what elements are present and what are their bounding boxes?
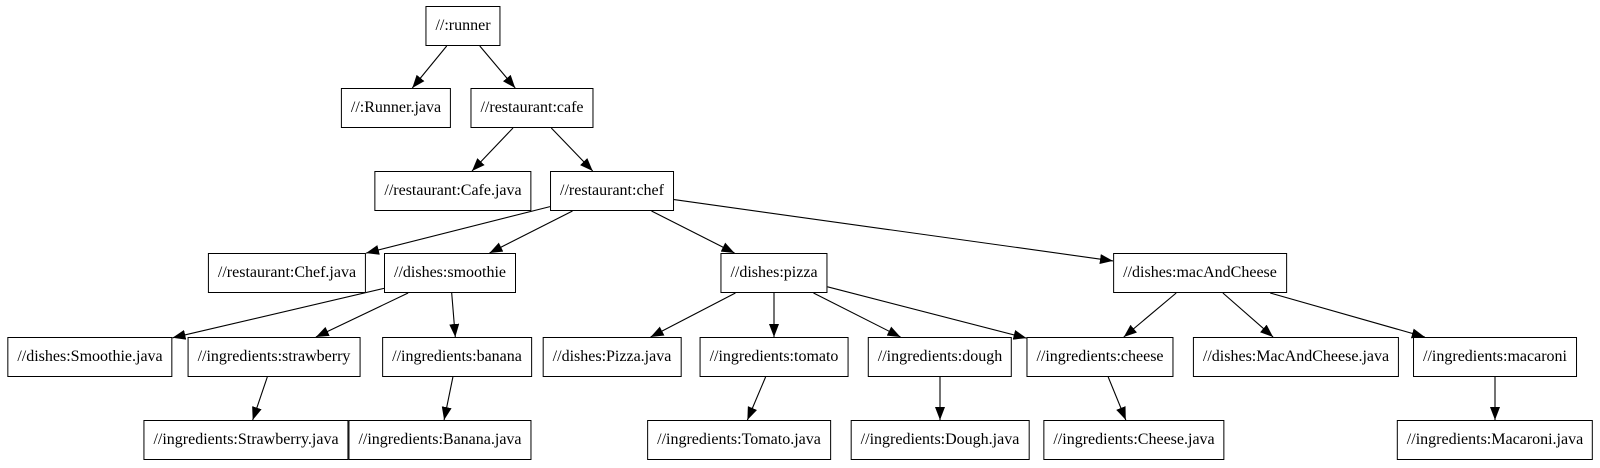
graph-edge-chef-to-chef_java — [365, 206, 551, 255]
graph-edge-mac_and_cheese-to-cheese — [1123, 292, 1177, 338]
graph-node-cheese: //ingredients:cheese — [1026, 337, 1174, 377]
graph-edge-runner-to-runner_java — [411, 45, 448, 89]
graph-node-smoothie_java: //dishes:Smoothie.java — [7, 337, 173, 377]
graph-node-smoothie: //dishes:smoothie — [384, 253, 516, 293]
graph-node-strawberry: //ingredients:strawberry — [187, 337, 361, 377]
graph-node-cheese_java: //ingredients:Cheese.java — [1043, 420, 1225, 460]
graph-edge-smoothie-to-strawberry — [315, 292, 409, 338]
graph-edge-pizza-to-cheese — [827, 286, 1027, 340]
graph-node-tomato: //ingredients:tomato — [699, 337, 849, 377]
graph-edge-mac_and_cheese-to-mac_and_cheese_java — [1222, 292, 1274, 338]
graph-node-dough_java: //ingredients:Dough.java — [850, 420, 1030, 460]
graph-node-pizza_java: //dishes:Pizza.java — [542, 337, 682, 377]
graph-edge-mac_and_cheese-to-macaroni — [1270, 292, 1425, 339]
graph-edge-chef-to-pizza — [651, 210, 735, 254]
graph-node-pizza: //dishes:pizza — [720, 253, 828, 293]
graph-edge-cafe-to-chef — [550, 127, 594, 172]
graph-node-macaroni_java: //ingredients:Macaroni.java — [1396, 420, 1594, 460]
graph-node-tomato_java: //ingredients:Tomato.java — [647, 420, 831, 460]
graph-node-banana_java: //ingredients:Banana.java — [348, 420, 532, 460]
graph-node-runner: //:runner — [425, 6, 501, 46]
graph-edge-cafe-to-cafe_java — [471, 127, 514, 172]
graph-edge-chef-to-mac_and_cheese — [673, 199, 1114, 265]
graph-node-mac_and_cheese: //dishes:macAndCheese — [1113, 253, 1287, 293]
graph-node-runner_java: //:Runner.java — [340, 88, 452, 128]
graph-edge-pizza-to-dough — [813, 292, 901, 338]
graph-edge-pizza-to-pizza_java — [650, 292, 736, 338]
graph-node-macaroni: //ingredients:macaroni — [1413, 337, 1577, 377]
graph-edge-strawberry-to-strawberry_java — [252, 376, 268, 421]
graph-node-cafe_java: //restaurant:Cafe.java — [374, 171, 532, 211]
graph-node-cafe: //restaurant:cafe — [470, 88, 594, 128]
graph-edge-runner-to-cafe — [479, 45, 516, 89]
graph-node-banana: //ingredients:banana — [382, 337, 532, 377]
graph-node-strawberry_java: //ingredients:Strawberry.java — [143, 420, 349, 460]
graph-node-chef: //restaurant:chef — [550, 171, 674, 211]
graph-node-dough: //ingredients:dough — [867, 337, 1013, 377]
graph-edge-chef-to-smoothie — [489, 210, 573, 254]
graph-edge-smoothie-to-smoothie_java — [172, 287, 385, 340]
graph-node-chef_java: //restaurant:Chef.java — [207, 253, 367, 293]
graph-edge-tomato-to-tomato_java — [746, 376, 767, 421]
graph-node-mac_and_cheese_java: //dishes:MacAndCheese.java — [1192, 337, 1400, 377]
graph-edge-smoothie-to-banana — [449, 292, 460, 338]
graph-edge-cheese-to-cheese_java — [1107, 376, 1127, 421]
graph-edge-banana-to-banana_java — [441, 376, 454, 421]
